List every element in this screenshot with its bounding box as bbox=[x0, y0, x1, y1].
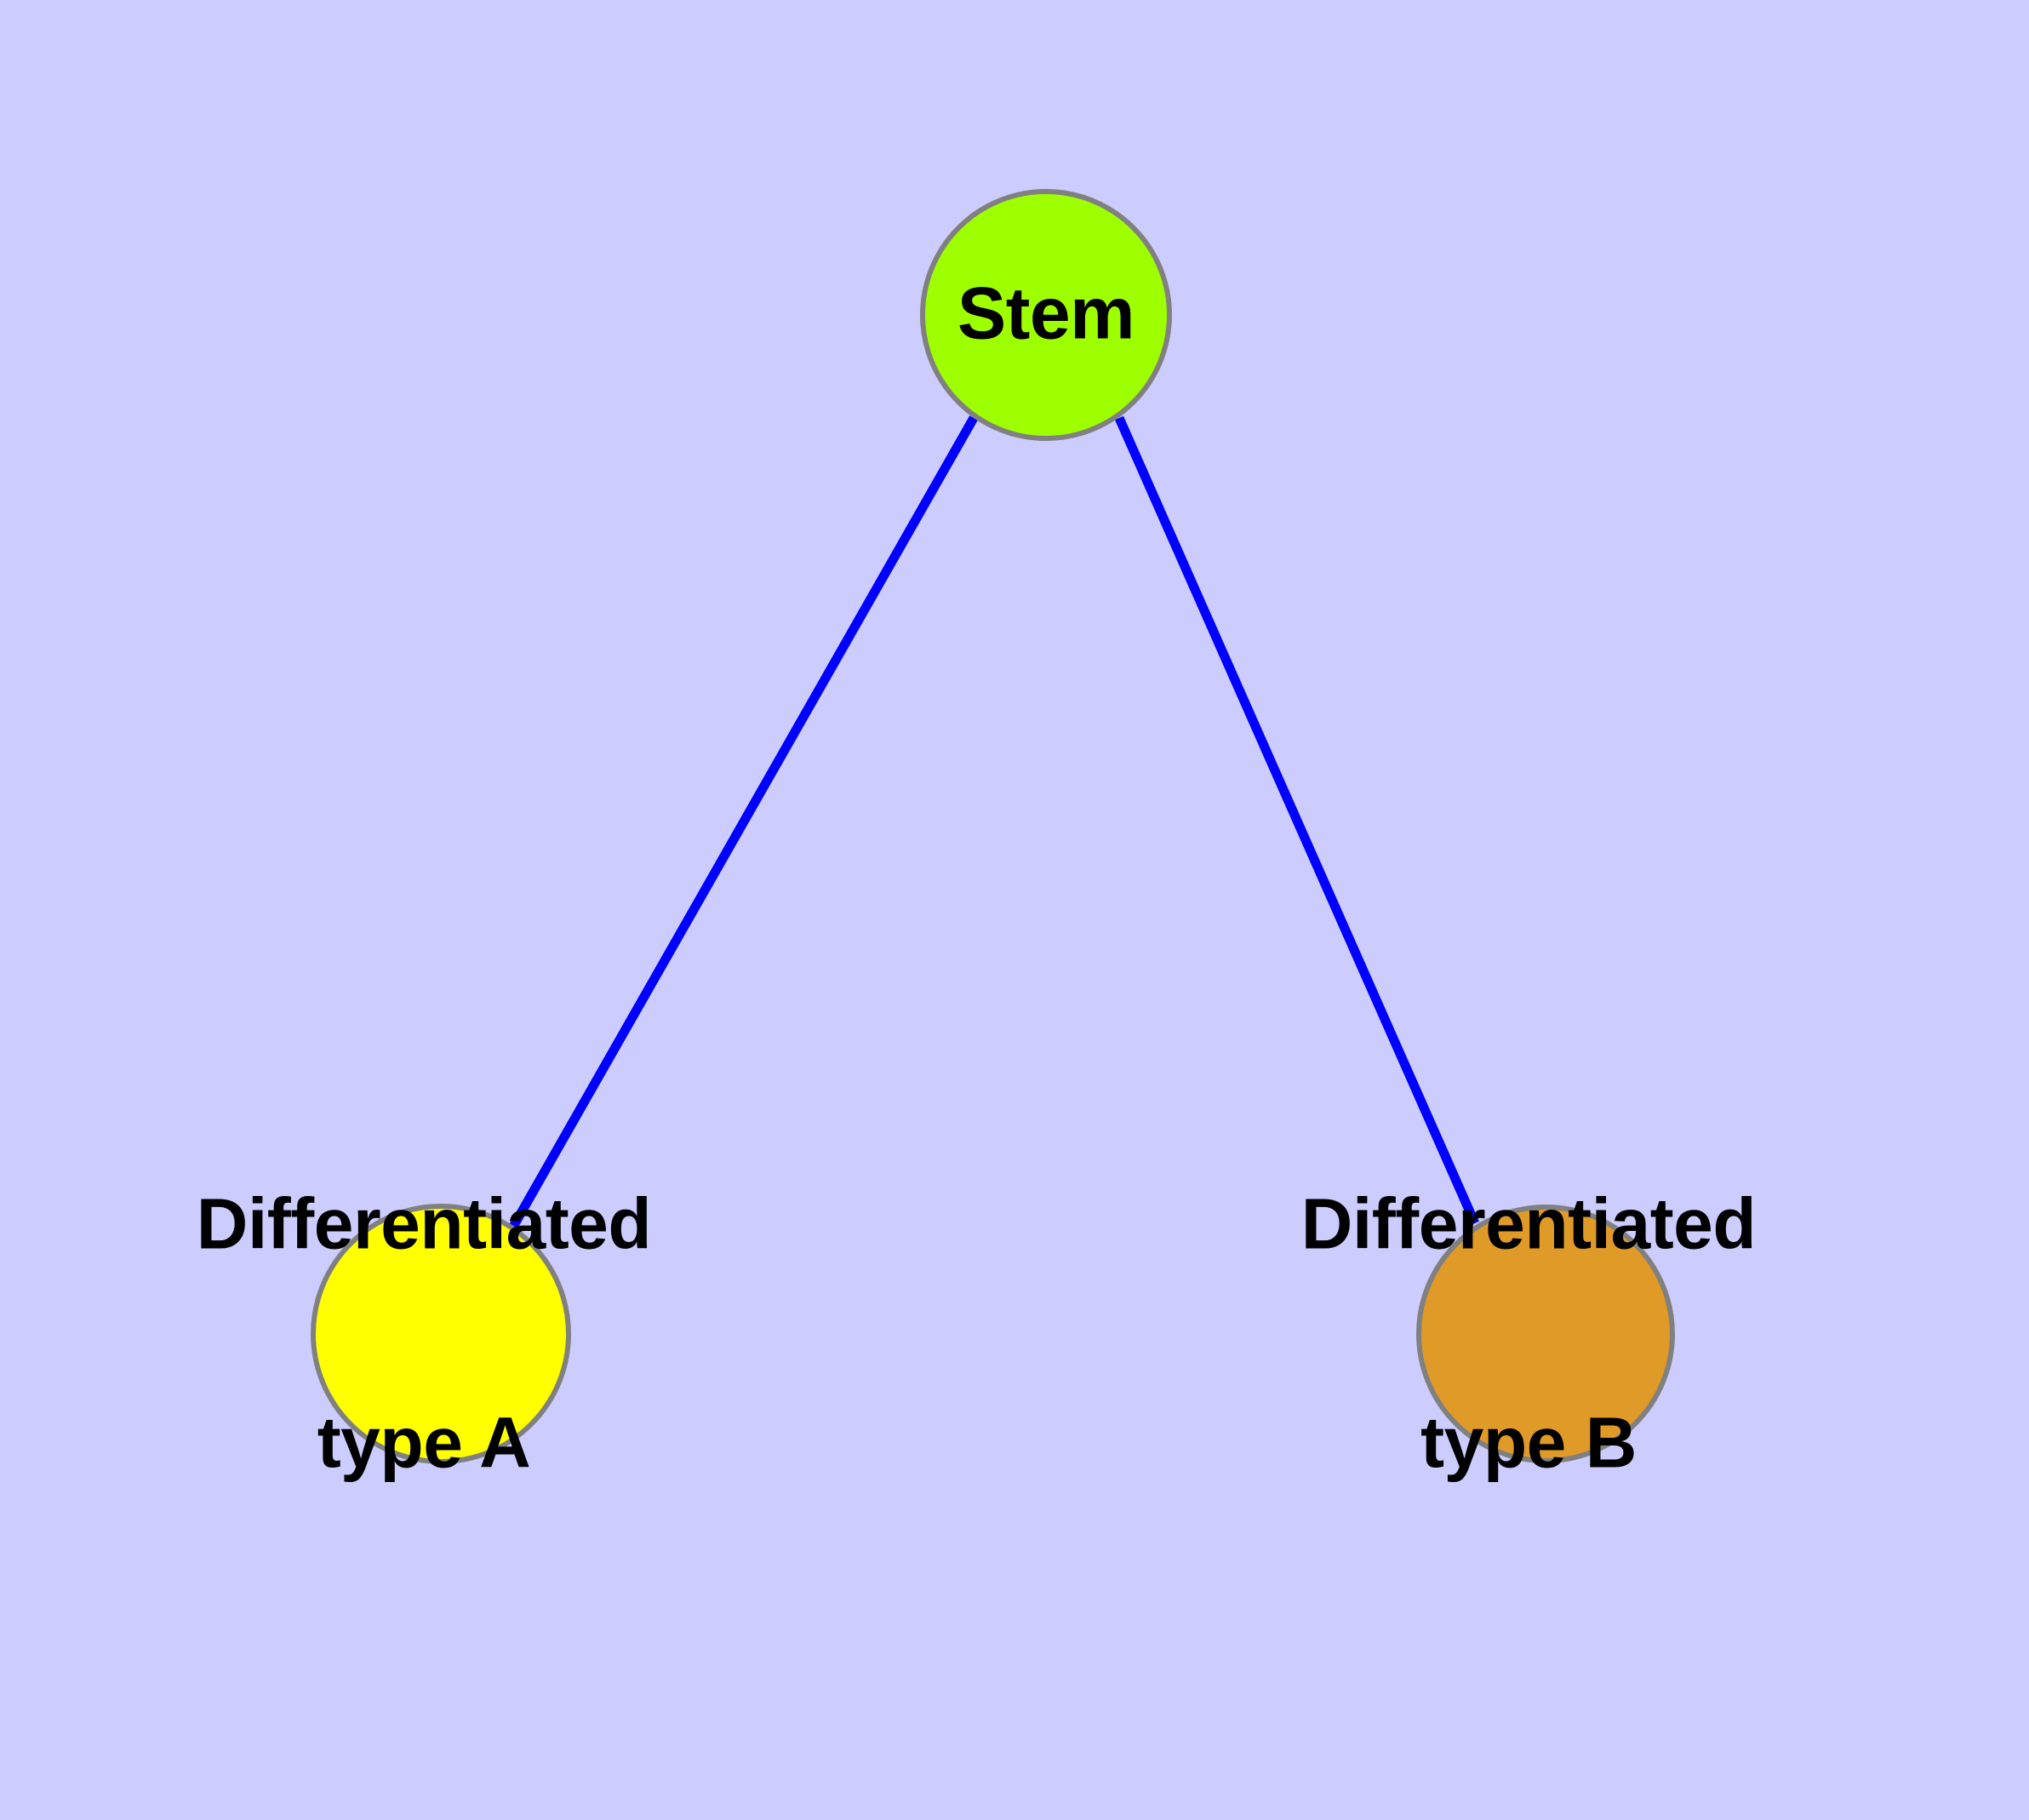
edge-stem-to-differentiated-type-b[interactable] bbox=[1114, 415, 1480, 1226]
edges-layer bbox=[509, 415, 1480, 1229]
node-stem[interactable] bbox=[920, 189, 1172, 441]
nodes-layer bbox=[311, 189, 1675, 1464]
node-differentiated-type-a[interactable] bbox=[311, 1204, 571, 1464]
node-differentiated-type-b[interactable] bbox=[1416, 1205, 1675, 1463]
edge-stem-to-differentiated-type-a[interactable] bbox=[509, 415, 978, 1229]
